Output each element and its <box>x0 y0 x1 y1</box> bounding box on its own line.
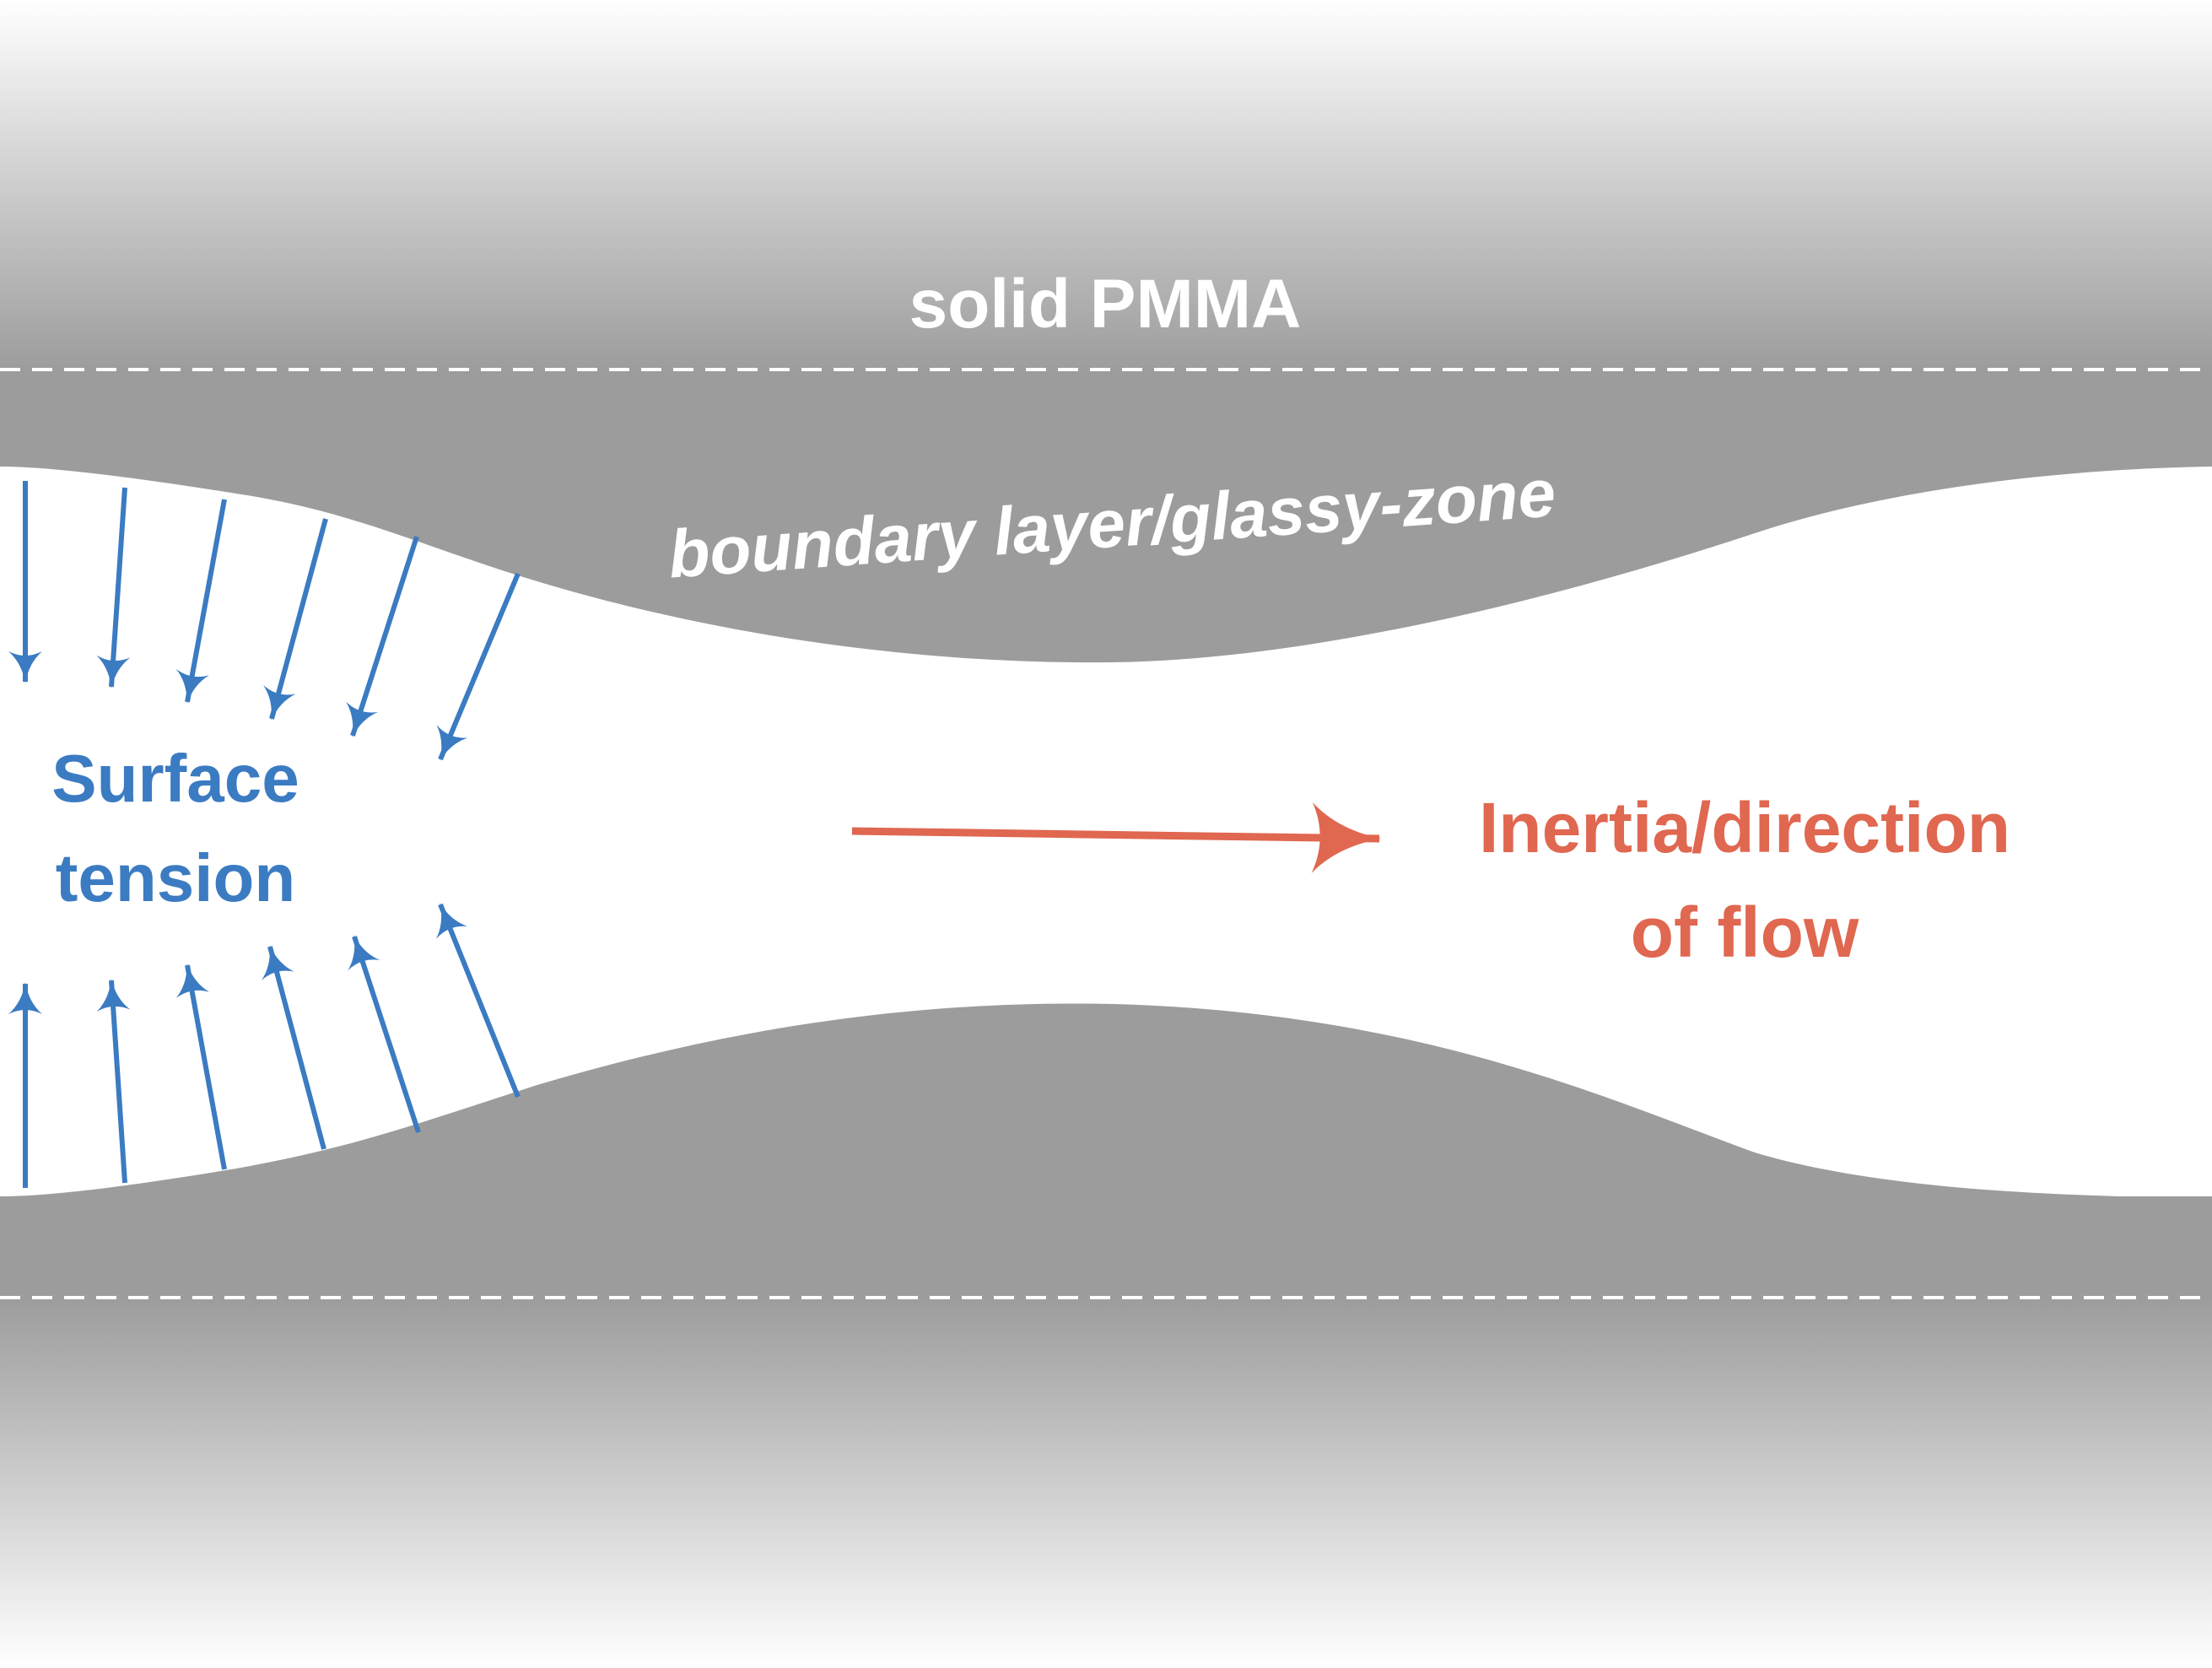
surface-tension-label-line1: Surface <box>51 741 299 816</box>
surface-tension-label-line2: tension <box>56 840 295 915</box>
arrow-down-4 <box>263 518 328 721</box>
arrow-down-6 <box>436 572 521 761</box>
arrow-up-6 <box>435 903 521 1099</box>
arrow-up-2 <box>96 979 131 1184</box>
surface-tension-arrows-bottom <box>8 903 521 1188</box>
arrow-up-5 <box>348 935 421 1133</box>
solid-pmma-label: solid PMMA <box>909 266 1302 343</box>
inertia-label-line2: of flow <box>1631 893 1859 972</box>
arrow-down-2 <box>96 487 131 688</box>
arrow-up-4 <box>261 945 326 1150</box>
inertia-label-line1: Inertia/direction <box>1479 788 2010 867</box>
surface-tension-arrows-top <box>8 481 521 761</box>
arrow-up-3 <box>175 964 227 1170</box>
boundary-layer-bottom-base <box>0 1196 2212 1299</box>
boundary-layer-top <box>0 370 2212 663</box>
arrow-down-3 <box>175 499 227 704</box>
inertia-arrow <box>851 802 1382 873</box>
arrow-down-5 <box>345 536 419 737</box>
boundary-layer-bottom <box>0 1003 2212 1198</box>
solid-pmma-bottom <box>0 1298 2212 1668</box>
solid-pmma-top <box>0 0 2212 371</box>
